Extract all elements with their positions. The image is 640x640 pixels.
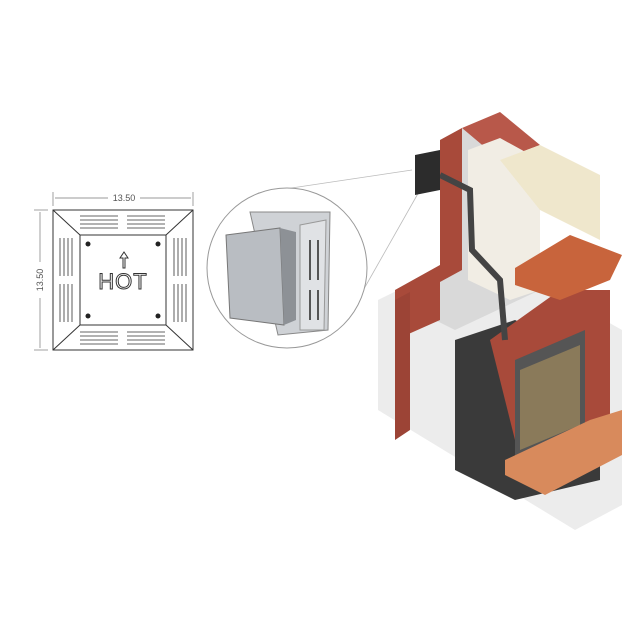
- vent-cover: [225, 227, 285, 326]
- width-dimension: [52, 192, 194, 206]
- louvers: [59, 215, 187, 345]
- height-dimension: [34, 209, 48, 351]
- technical-drawing: 13.50 13.50 HOT: [34, 192, 194, 351]
- hot-label: HOT: [98, 269, 147, 294]
- up-arrow-icon: [119, 251, 129, 269]
- outer-frame: [52, 209, 194, 351]
- mantel: [515, 235, 622, 300]
- hearth: [505, 410, 622, 495]
- height-label: 13.50: [35, 269, 45, 292]
- inner-plate: [79, 234, 167, 326]
- zoom-callout: [206, 169, 421, 349]
- vent-cap: [415, 150, 440, 195]
- fireplace-cutaway: [378, 112, 622, 530]
- screw-holes: [85, 241, 161, 319]
- vent-pipe: [438, 172, 508, 341]
- width-label: 13.50: [113, 193, 136, 203]
